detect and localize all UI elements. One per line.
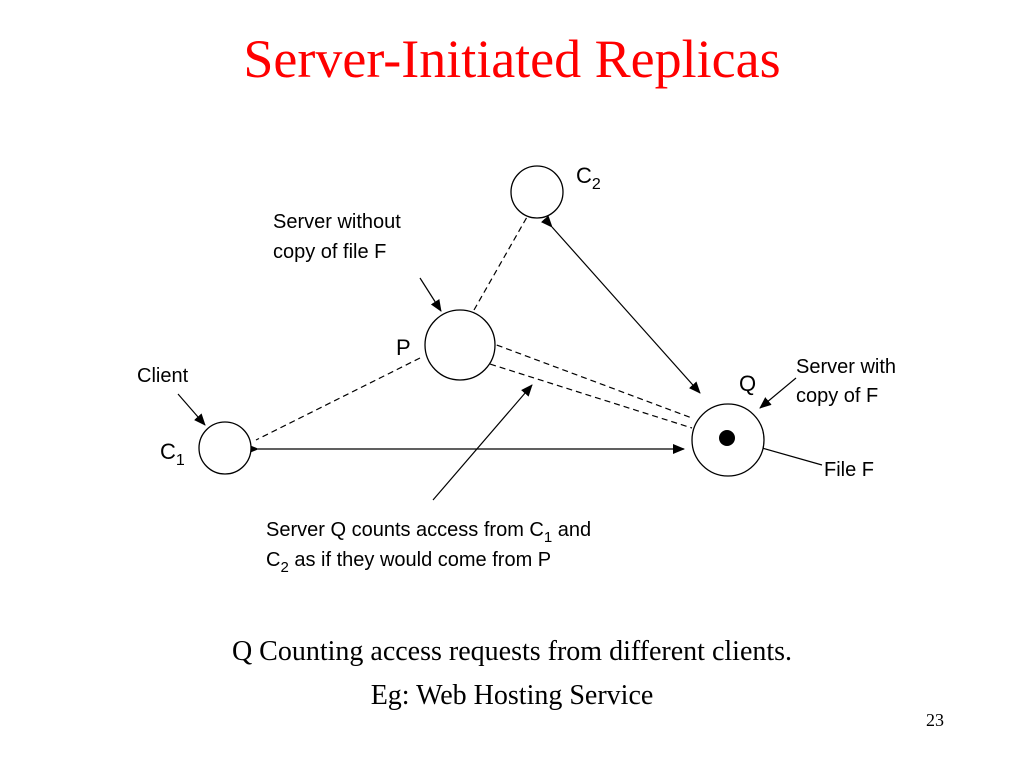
label-server-with-line1: Server with xyxy=(796,356,896,378)
dashed-link-p-c1 xyxy=(255,357,421,441)
solid-links xyxy=(177,215,823,501)
page-number: 23 xyxy=(926,710,944,730)
note-line1: Server Q counts access from C1 and xyxy=(266,519,591,546)
pointer-client xyxy=(177,393,206,426)
pointer-server-without xyxy=(419,277,442,312)
dashed-link-p-c2 xyxy=(473,216,528,311)
node-c1-label: C1 xyxy=(160,439,185,469)
arrow-c2-q xyxy=(540,215,701,394)
node-p-label: P xyxy=(396,335,411,360)
node-q-label: Q xyxy=(739,371,756,396)
label-file-f: File F xyxy=(824,459,874,481)
label-client: Client xyxy=(137,365,189,387)
node-p-circle xyxy=(424,309,496,381)
label-server-without-line2: copy of file F xyxy=(273,241,386,263)
caption-line2: Eg: Web Hosting Service xyxy=(370,680,654,711)
slide-title: Server-Initiated Replicas xyxy=(243,29,781,89)
pointer-server-with xyxy=(759,377,797,409)
node-c2-circle xyxy=(510,165,564,219)
dashed-link-p-q-upper xyxy=(477,337,693,419)
label-server-with-line2: copy of F xyxy=(796,385,878,407)
label-server-without-line1: Server without xyxy=(273,211,401,233)
file-f-dot xyxy=(719,430,735,446)
caption-line1: Q Counting access requests from differen… xyxy=(231,636,793,667)
node-c1-circle xyxy=(198,421,252,475)
note-line2: C2 as if they would come from P xyxy=(266,549,551,576)
pointer-note xyxy=(432,384,533,501)
node-c2-label: C2 xyxy=(576,163,601,193)
